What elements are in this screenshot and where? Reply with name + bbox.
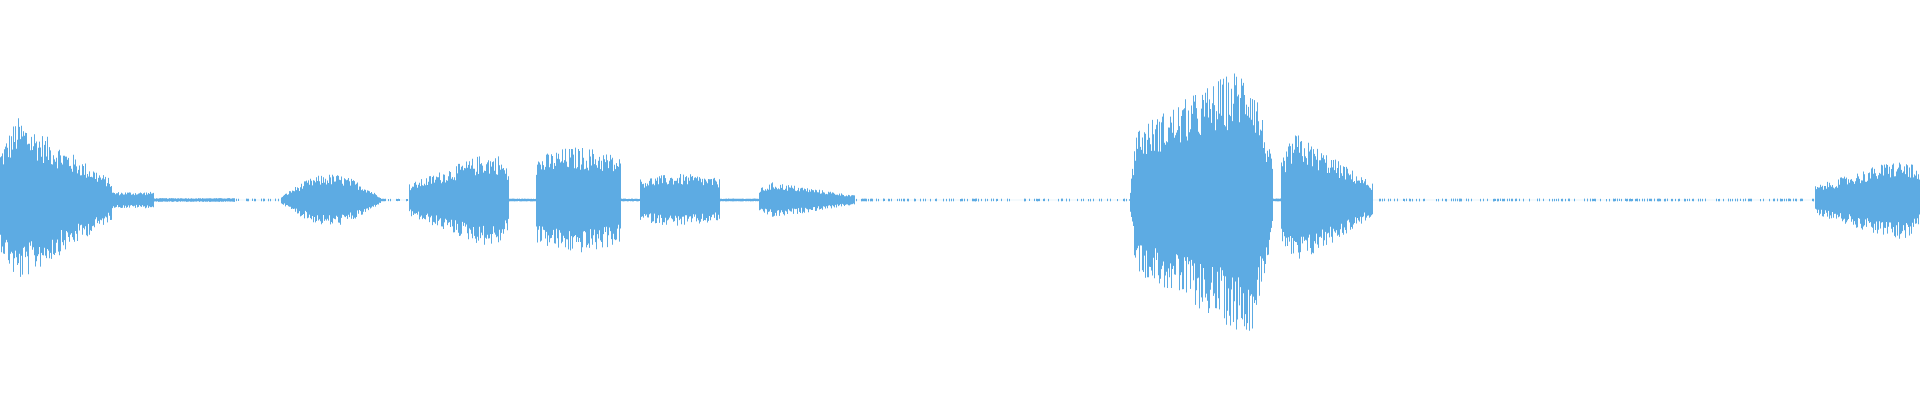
waveform-bars	[0, 73, 1920, 331]
waveform-path	[0, 73, 1920, 331]
